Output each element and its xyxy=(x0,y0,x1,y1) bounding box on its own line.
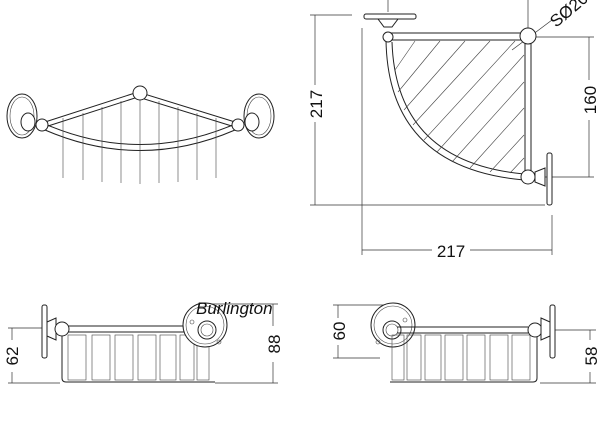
perspective-view xyxy=(6,85,275,184)
front-left-view: 62 88 Burlington xyxy=(3,299,284,384)
height-dimension-60: 60 xyxy=(330,322,349,341)
height-dimension-62: 62 xyxy=(3,347,22,366)
ball-diameter-dimension: SØ20 xyxy=(546,0,592,31)
plan-view: 217 217 160 SØ20 xyxy=(307,0,600,261)
height-dimension-88: 88 xyxy=(265,335,284,354)
rail-dimension: 160 xyxy=(581,86,600,114)
depth-dimension: 217 xyxy=(307,90,326,118)
height-dimension-58: 58 xyxy=(582,347,600,366)
width-dimension: 217 xyxy=(437,242,465,261)
front-right-view: 60 58 xyxy=(330,302,600,384)
brand-mark: Burlington xyxy=(196,299,273,318)
